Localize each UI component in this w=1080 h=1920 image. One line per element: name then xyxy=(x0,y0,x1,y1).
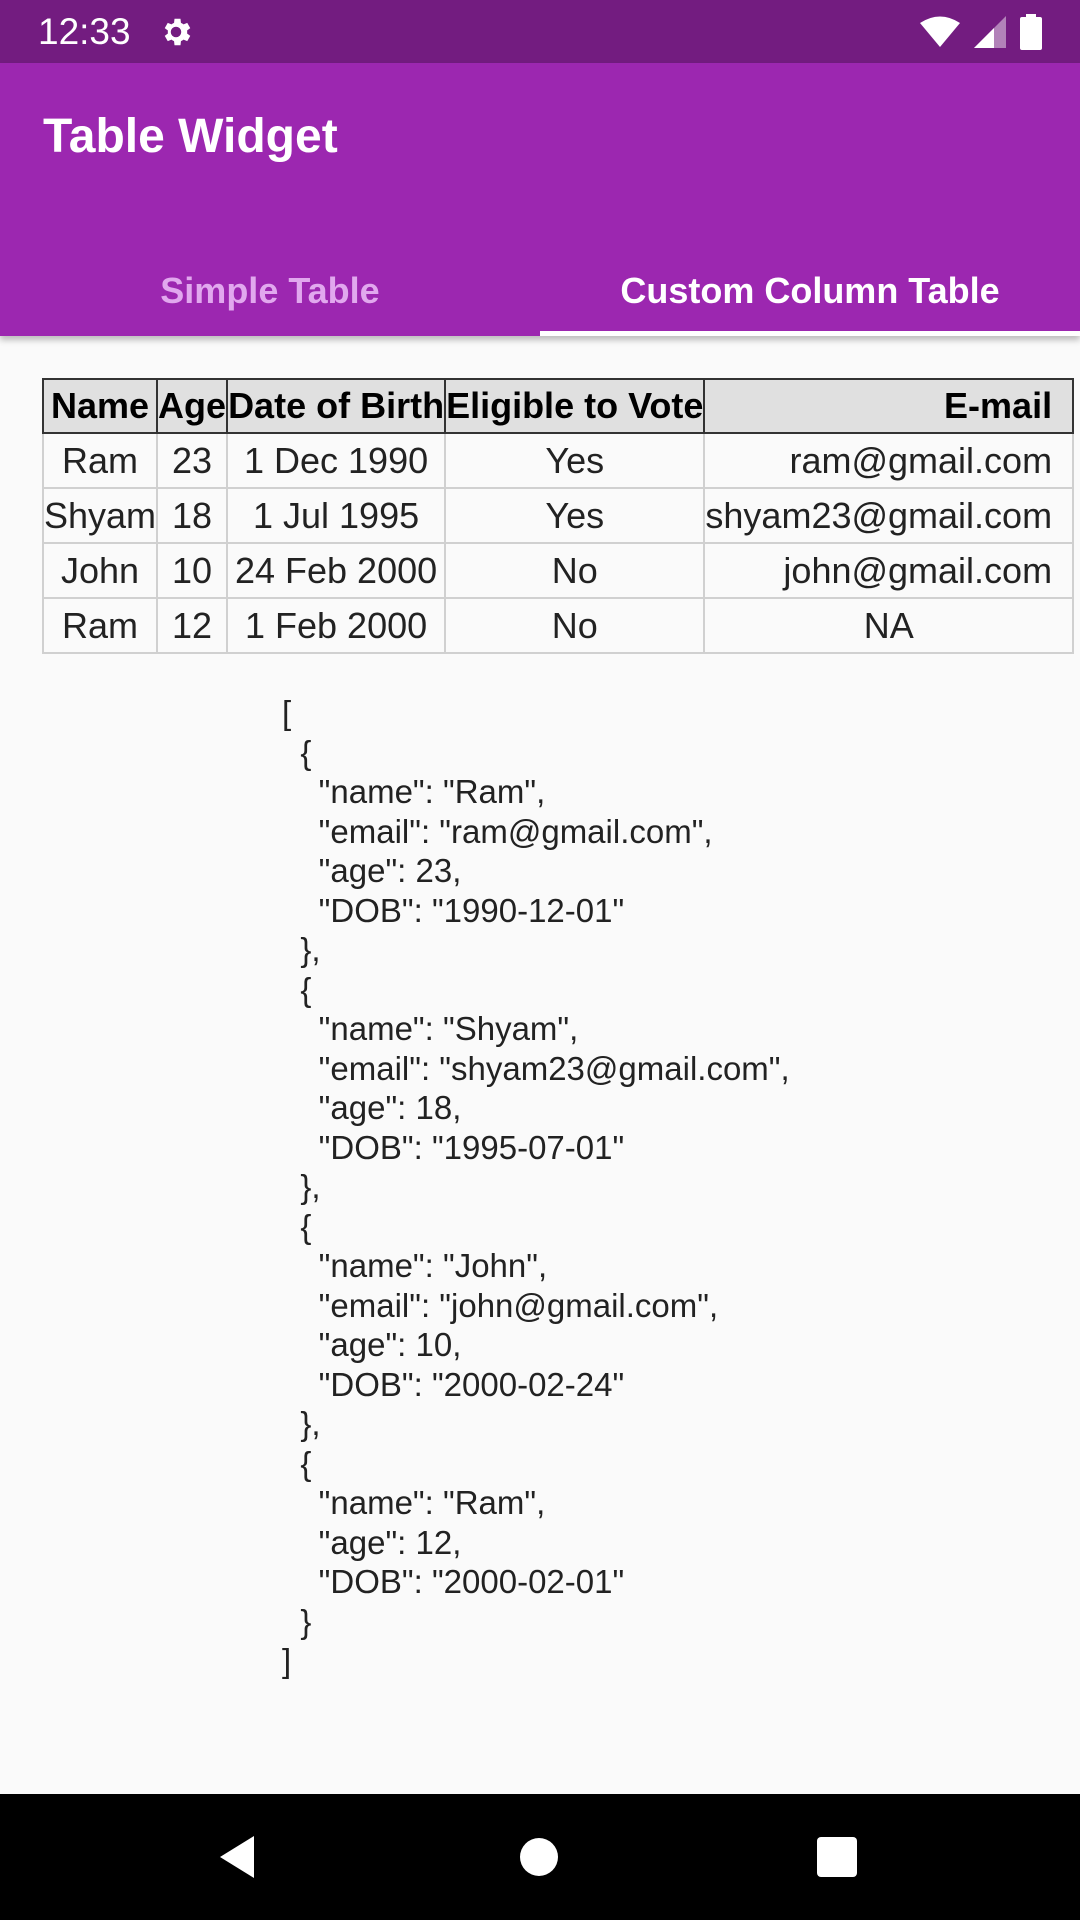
cell-age: 10 xyxy=(156,542,229,599)
cell-email: NA xyxy=(703,597,1075,654)
tab-indicator xyxy=(540,331,1080,336)
tab-label: Simple Table xyxy=(160,270,380,311)
table-row: John 10 24 Feb 2000 No john@gmail.com xyxy=(41,542,1075,599)
header-email: E-mail xyxy=(703,378,1075,434)
tab-bar: Simple Table Custom Column Table xyxy=(0,246,1080,336)
cell-dob: 1 Dec 1990 xyxy=(226,432,447,489)
status-bar: 12:33 xyxy=(0,0,1080,63)
cell-eligible: No xyxy=(444,597,706,654)
recents-icon[interactable] xyxy=(812,1832,862,1882)
table-row: Ram 12 1 Feb 2000 No NA xyxy=(41,597,1075,654)
data-table: Name Age Date of Birth Eligible to Vote … xyxy=(41,378,1075,654)
app-title: Table Widget xyxy=(43,110,338,163)
table-row: Shyam 18 1 Jul 1995 Yes shyam23@gmail.co… xyxy=(41,487,1075,544)
cell-email: shyam23@gmail.com xyxy=(703,487,1075,544)
cell-email: ram@gmail.com xyxy=(703,432,1075,489)
header-name: Name xyxy=(41,378,159,434)
table-header-row: Name Age Date of Birth Eligible to Vote … xyxy=(41,378,1075,434)
cell-age: 23 xyxy=(156,432,229,489)
cell-eligible: Yes xyxy=(444,487,706,544)
back-icon[interactable] xyxy=(214,1832,264,1882)
json-output: [ { "name": "Ram", "email": "ram@gmail.c… xyxy=(282,694,790,1679)
tab-label: Custom Column Table xyxy=(620,270,1000,311)
signal-icon xyxy=(974,16,1006,48)
battery-icon xyxy=(1020,14,1042,50)
cell-dob: 1 Jul 1995 xyxy=(226,487,447,544)
home-icon[interactable] xyxy=(514,1832,564,1882)
cell-name: John xyxy=(41,542,159,599)
header-age: Age xyxy=(156,378,229,434)
header-eligible-to-vote: Eligible to Vote xyxy=(444,378,706,434)
app-bar: Table Widget Simple Table Custom Column … xyxy=(0,63,1080,336)
tab-custom-column-table[interactable]: Custom Column Table xyxy=(540,246,1080,336)
header-date-of-birth: Date of Birth xyxy=(226,378,447,434)
cell-age: 18 xyxy=(156,487,229,544)
tab-simple-table[interactable]: Simple Table xyxy=(0,246,540,336)
cell-eligible: No xyxy=(444,542,706,599)
wifi-icon xyxy=(920,16,960,47)
cell-email: john@gmail.com xyxy=(703,542,1075,599)
table-row: Ram 23 1 Dec 1990 Yes ram@gmail.com xyxy=(41,432,1075,489)
cell-name: Ram xyxy=(41,597,159,654)
status-time: 12:33 xyxy=(38,11,131,52)
data-table-container[interactable]: Name Age Date of Birth Eligible to Vote … xyxy=(41,378,1075,654)
gear-icon xyxy=(164,18,191,46)
cell-eligible: Yes xyxy=(444,432,706,489)
navigation-bar xyxy=(0,1794,1080,1920)
cell-name: Ram xyxy=(41,432,159,489)
cell-dob: 1 Feb 2000 xyxy=(226,597,447,654)
cell-dob: 24 Feb 2000 xyxy=(226,542,447,599)
cell-age: 12 xyxy=(156,597,229,654)
cell-name: Shyam xyxy=(41,487,159,544)
